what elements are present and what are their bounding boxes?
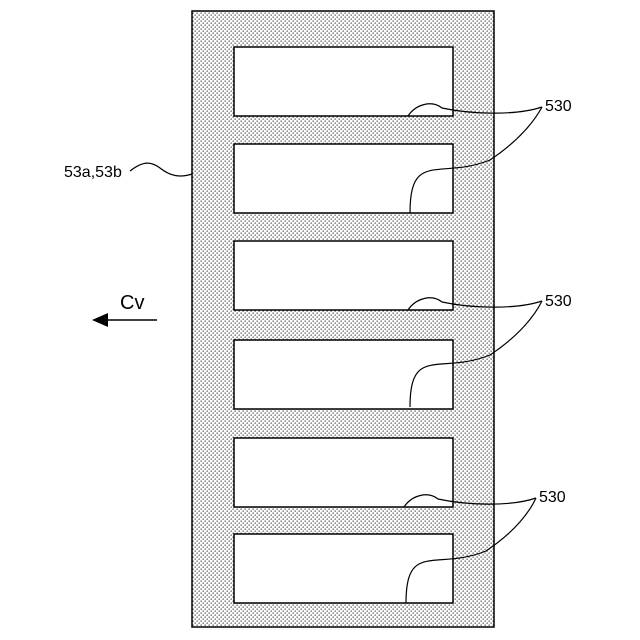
- ref-label-530-top: 530: [545, 98, 572, 115]
- ref-label-530-middle: 530: [545, 293, 572, 310]
- direction-arrow-head-icon: [92, 313, 108, 327]
- opening-5: [234, 438, 453, 507]
- member-leader-line: [130, 163, 192, 176]
- opening-6: [234, 534, 453, 603]
- ref-label-530-bottom: 530: [539, 489, 566, 506]
- opening-2: [234, 144, 453, 213]
- member-label: 53a,53b: [64, 164, 122, 181]
- opening-4: [234, 340, 453, 409]
- direction-label: Cv: [120, 292, 144, 314]
